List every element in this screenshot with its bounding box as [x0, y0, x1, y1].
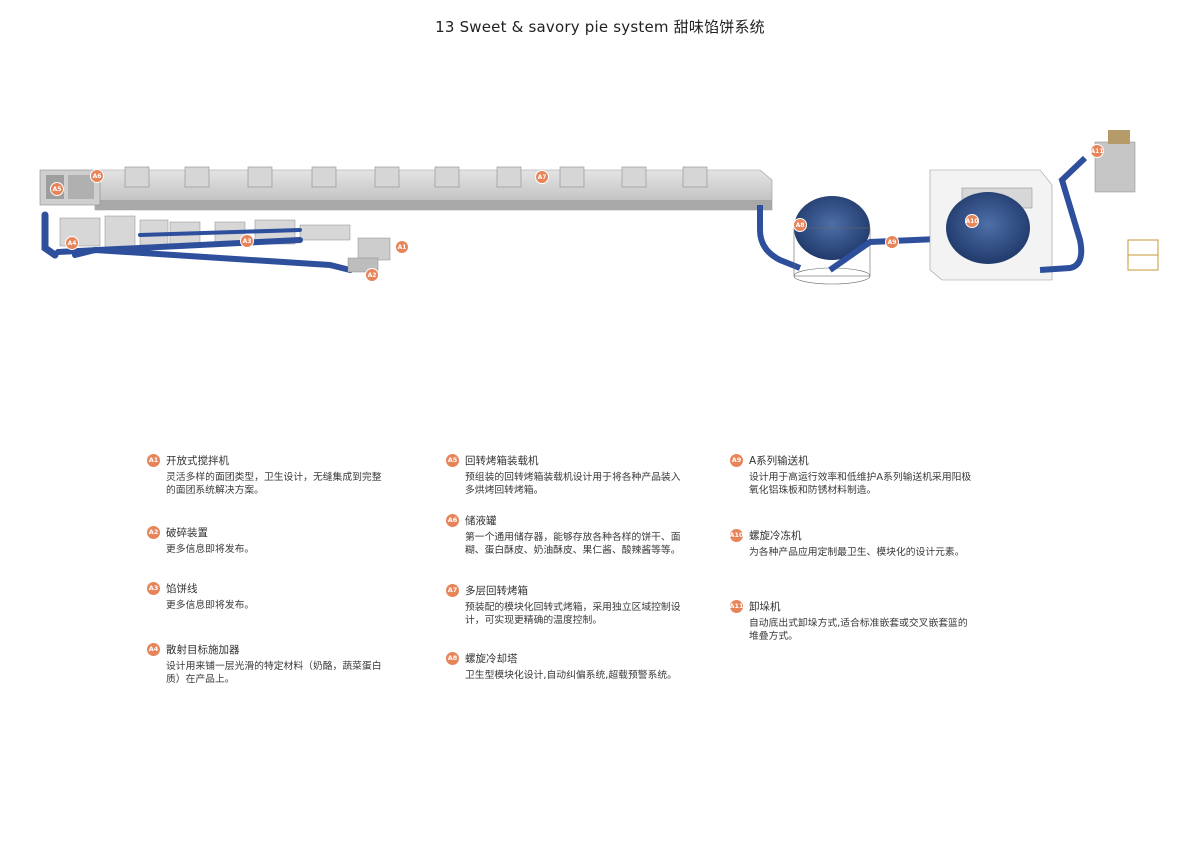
page-title: 13 Sweet & savory pie system 甜味馅饼系统 — [435, 18, 765, 36]
legend-desc: 设计用来铺一层光滑的特定材料（奶酪，蔬菜蛋白质）在产品上。 — [166, 661, 382, 685]
legend-item-a8: A8 螺旋冷却塔 卫生型模块化设计,自动纠偏系统,超载预警系统。 — [446, 650, 696, 682]
marker-a11: A11 — [1090, 144, 1104, 158]
marker-a5: A5 — [50, 182, 64, 196]
badge-a1: A1 — [147, 453, 160, 467]
legend-desc: 更多信息即将发布。 — [166, 600, 255, 611]
marker-a4: A4 — [65, 236, 79, 250]
badge-a3: A3 — [147, 581, 160, 595]
legend-item-a4: A4 散射目标施加器 设计用来铺一层光滑的特定材料（奶酪，蔬菜蛋白质）在产品上。 — [147, 641, 397, 686]
badge-a5: A5 — [446, 453, 459, 467]
legend-item-a3: A3 馅饼线 更多信息即将发布。 — [147, 580, 397, 612]
legend-name: 卸垛机 — [749, 600, 781, 613]
legend-desc: 更多信息即将发布。 — [166, 544, 255, 555]
oven-a7 — [94, 166, 773, 211]
marker-a8: A8 — [793, 218, 807, 232]
legend-item-a9: A9 A系列输送机 设计用于高运行效率和低维护A系列输送机采用阳极氧化铝珠板和防锈… — [730, 452, 980, 497]
legend-desc: 设计用于高运行效率和低维护A系列输送机采用阳极氧化铝珠板和防锈材料制造。 — [749, 472, 972, 496]
legend-name: 螺旋冷冻机 — [749, 529, 802, 542]
legend-name: 开放式搅拌机 — [166, 454, 229, 467]
legend-name: 储液罐 — [465, 514, 497, 527]
legend-item-a5: A5 回转烤箱装载机 预组装的回转烤箱装载机设计用于将各种产品装入多烘烤回转烤箱。 — [446, 452, 696, 497]
legend-name: 馅饼线 — [166, 582, 198, 595]
marker-a3: A3 — [240, 234, 254, 248]
badge-a7: A7 — [446, 583, 459, 597]
legend-name: 多层回转烤箱 — [465, 584, 528, 597]
legend-desc: 灵活多样的面团类型，卫生设计，无缝集成到完整的面团系统解决方案。 — [166, 472, 382, 496]
legend-desc: 第一个通用储存器，能够存放各种各样的饼干、面糊、蛋白酥皮、奶油酥皮、果仁酱、酸辣… — [465, 532, 681, 556]
marker-a7: A7 — [535, 170, 549, 184]
badge-a6: A6 — [446, 513, 459, 527]
legend-item-a2: A2 破碎装置 更多信息即将发布。 — [147, 524, 397, 556]
legend-desc: 为各种产品应用定制最卫生、模块化的设计元素。 — [749, 547, 965, 558]
legend-desc: 预组装的回转烤箱装载机设计用于将各种产品装入多烘烤回转烤箱。 — [465, 472, 681, 496]
marker-a2: A2 — [365, 268, 379, 282]
marker-a10: A10 — [965, 214, 979, 228]
badge-a8: A8 — [446, 651, 459, 665]
badge-a11: A11 — [729, 599, 744, 613]
badge-a10: A10 — [729, 528, 744, 542]
badge-a9: A9 — [730, 453, 743, 467]
legend-name: 螺旋冷却塔 — [465, 652, 518, 665]
marker-a1: A1 — [395, 240, 409, 254]
legend-name: 散射目标施加器 — [166, 643, 240, 656]
legend-item-a11: A11 卸垛机 自动底出式卸垛方式,适合标准嵌套或交叉嵌套篮的堆叠方式。 — [729, 598, 980, 643]
spiral-freezer-a10 — [929, 169, 1053, 281]
production-line-diagram — [39, 130, 1159, 285]
legend-name: 破碎装置 — [166, 526, 208, 539]
marker-a9: A9 — [885, 235, 899, 249]
marker-a6: A6 — [90, 169, 104, 183]
legend-item-a7: A7 多层回转烤箱 预装配的模块化回转式烤箱，采用独立区域控制设计，可实现更精确的… — [446, 582, 696, 627]
legend-item-a10: A10 螺旋冷冻机 为各种产品应用定制最卫生、模块化的设计元素。 — [729, 527, 980, 559]
badge-a4: A4 — [147, 642, 160, 656]
legend-item-a6: A6 储液罐 第一个通用储存器，能够存放各种各样的饼干、面糊、蛋白酥皮、奶油酥皮、… — [446, 512, 696, 557]
legend-item-a1: A1 开放式搅拌机 灵活多样的面团类型，卫生设计，无缝集成到完整的面团系统解决方案… — [147, 452, 397, 497]
legend-name: 回转烤箱装载机 — [465, 454, 539, 467]
legend-desc: 预装配的模块化回转式烤箱，采用独立区域控制设计，可实现更精确的温度控制。 — [465, 602, 681, 626]
legend-desc: 卫生型模块化设计,自动纠偏系统,超载预警系统。 — [465, 670, 677, 681]
legend-desc: 自动底出式卸垛方式,适合标准嵌套或交叉嵌套篮的堆叠方式。 — [749, 618, 968, 642]
badge-a2: A2 — [147, 525, 160, 539]
legend-name: A系列输送机 — [749, 454, 809, 467]
